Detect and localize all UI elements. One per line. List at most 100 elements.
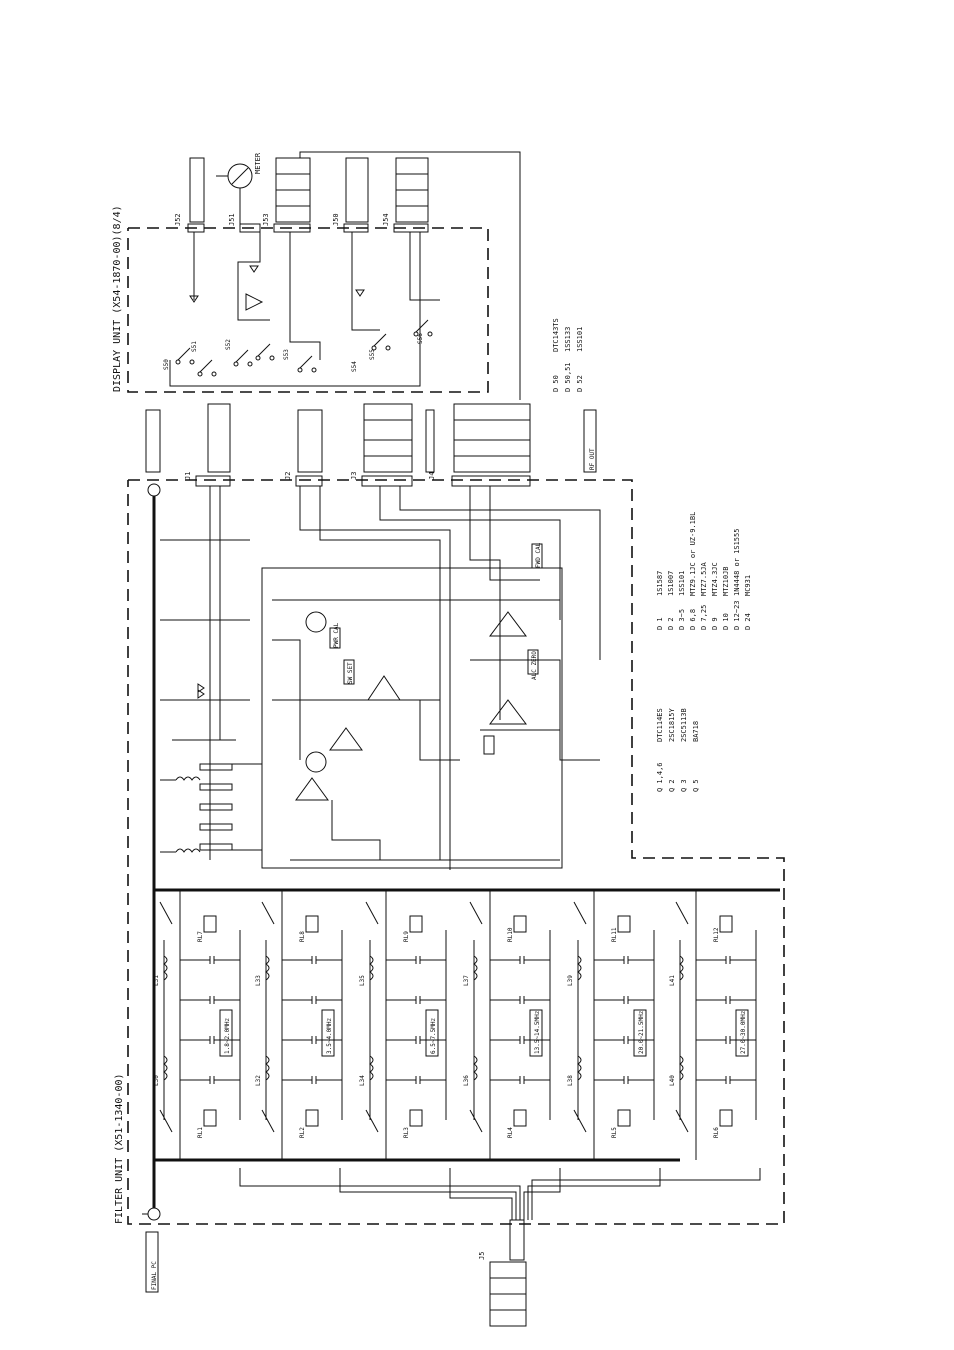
final-pc-label: FINAL PC: [151, 1261, 158, 1290]
semi-d5051-ref: D 50,51: [564, 362, 572, 392]
relay-bottom-3: [409, 1109, 423, 1127]
semi-d52-ref: D 52: [576, 375, 584, 392]
transistor-q3: [305, 611, 327, 633]
band-label: 20.0~21.5MHz: [638, 1010, 645, 1054]
svg-text:D 1: D 1: [656, 617, 664, 630]
inductor-label: L31: [153, 975, 160, 986]
rf-connectors: FINAL PC: [142, 483, 161, 1293]
svg-text:MTZ9.1JC or UZ-9.1BL: MTZ9.1JC or UZ-9.1BL: [689, 512, 697, 596]
svg-text:S52: S52: [225, 339, 232, 350]
connector-j5: J5: [239, 1168, 761, 1327]
relay-label-top: RL10: [507, 927, 514, 942]
svg-text:D 10: D 10: [722, 613, 730, 630]
display-semi-list: D 50 DTC143TS D 50,51 1SS133 D 52 1SS101: [552, 318, 584, 392]
display-unit: DISPLAY UNIT (X54-1870-00)(8/4) J52 J51 …: [112, 151, 584, 400]
input-network: [160, 539, 262, 853]
connector-label-J1: J1: [184, 472, 192, 480]
inductor-label: L41: [669, 975, 676, 986]
opamp-q5a: [489, 611, 527, 637]
filter-harness: RF OUT: [145, 403, 597, 473]
switch-s56: S56: [413, 319, 433, 344]
relay-label-bottom: RL2: [299, 1127, 306, 1138]
opamp-q1: [295, 777, 329, 801]
inductor-label: L36: [463, 1075, 470, 1086]
relay-top-5: [617, 915, 631, 933]
connector-label-J54: J54: [382, 213, 390, 226]
relay-label-bottom: RL3: [403, 1127, 410, 1138]
switch-s55: S55: [369, 333, 391, 360]
svg-text:2SC5113B: 2SC5113B: [680, 708, 688, 742]
svg-text:1SS101: 1SS101: [678, 571, 686, 596]
relay-label-top: RL11: [611, 927, 618, 942]
display-harness: [189, 157, 429, 223]
switch-s51: S51: [191, 341, 217, 377]
svg-text:MTZ4.3JC: MTZ4.3JC: [711, 562, 719, 596]
connector-label-J5: J5: [478, 1252, 486, 1260]
inductor-label: L37: [463, 975, 470, 986]
alc-zero-label: ALC ZERO: [531, 651, 538, 680]
relay-bottom-1: [203, 1109, 217, 1127]
rf-out-label: RF OUT: [589, 448, 596, 470]
connector-label-J53: J53: [262, 213, 270, 226]
connector-label-J51: J51: [228, 213, 236, 226]
svg-text:Q 3: Q 3: [680, 779, 688, 792]
connector-label-J3: J3: [350, 472, 358, 480]
switch-s53: S53: [255, 343, 290, 361]
relay-label-top: RL9: [403, 931, 410, 942]
band-filters: RL7RL1L30L311.8~2.0MHzRL8RL2L32L333.5~4.…: [153, 890, 757, 1160]
svg-text:1N4448 or 1S1555: 1N4448 or 1S1555: [733, 529, 741, 596]
svg-text:D 2: D 2: [667, 617, 675, 630]
switch-s50: S50: [163, 347, 195, 370]
band-label: 27.0~30.0MHz: [740, 1010, 747, 1054]
svg-text:Q 2: Q 2: [668, 779, 676, 792]
svg-text:D 7,25: D 7,25: [700, 605, 708, 630]
svg-text:S55: S55: [369, 349, 376, 360]
filter-top-connectors: J1 J2 J3 J4: [184, 472, 531, 487]
band-label: 1.8~2.0MHz: [224, 1017, 231, 1054]
svg-text:MC931: MC931: [744, 575, 752, 596]
svg-text:D 12~23: D 12~23: [733, 600, 741, 630]
relay-label-top: RL7: [197, 931, 204, 942]
svg-text:Q 1,4,6: Q 1,4,6: [656, 762, 664, 792]
svg-text:2SC1815Y: 2SC1815Y: [668, 707, 676, 742]
relay-bottom-5: [617, 1109, 631, 1127]
svg-text:D 6,8: D 6,8: [689, 609, 697, 630]
inductor-label: L32: [255, 1075, 262, 1086]
svg-text:D 24: D 24: [744, 613, 752, 630]
relay-label-bottom: RL4: [507, 1127, 514, 1138]
display-buffer: [169, 232, 440, 387]
connector-label-J2: J2: [284, 472, 292, 480]
relay-top-6: [719, 915, 733, 933]
filter-semi-list: Q 1,4,6 DTC114ES Q 2 2SC1815Y Q 3 2SC511…: [656, 512, 752, 792]
svg-text:S51: S51: [191, 341, 198, 352]
svg-text:1S1587: 1S1587: [656, 571, 664, 596]
opamp-q5b: [489, 699, 527, 725]
filter-unit: FILTER UNIT (X51-1340-00) J1 J2 J3 J4: [114, 403, 785, 1327]
relay-top-1: [203, 915, 217, 933]
filter-unit-title: FILTER UNIT (X51-1340-00): [114, 1073, 125, 1224]
sw-set-label: SW SET: [347, 662, 354, 684]
band-label: 13.5~14.5MHz: [534, 1010, 541, 1054]
display-unit-title: DISPLAY UNIT (X54-1870-00)(8/4): [112, 205, 123, 392]
relay-top-2: [305, 915, 319, 933]
relay-label-bottom: RL5: [611, 1127, 618, 1138]
inductor-label: L38: [567, 1075, 574, 1086]
relay-label-bottom: RL6: [713, 1127, 720, 1138]
inductor-label: L40: [669, 1075, 676, 1086]
switch-s54: S54: [297, 355, 358, 373]
svg-text:MTZ10JB: MTZ10JB: [722, 566, 730, 596]
opamp-q4: [367, 675, 401, 701]
inductor-label: L33: [255, 975, 262, 986]
control-circuit: ALC ZERO SW SET FWD CAL PWR CAL: [209, 486, 601, 870]
semi-d52-part: 1SS101: [576, 327, 584, 352]
inductor-label: L39: [567, 975, 574, 986]
relay-label-top: RL8: [299, 931, 306, 942]
relay-top-3: [409, 915, 423, 933]
semi-d5051-part: 1SS133: [564, 327, 572, 352]
